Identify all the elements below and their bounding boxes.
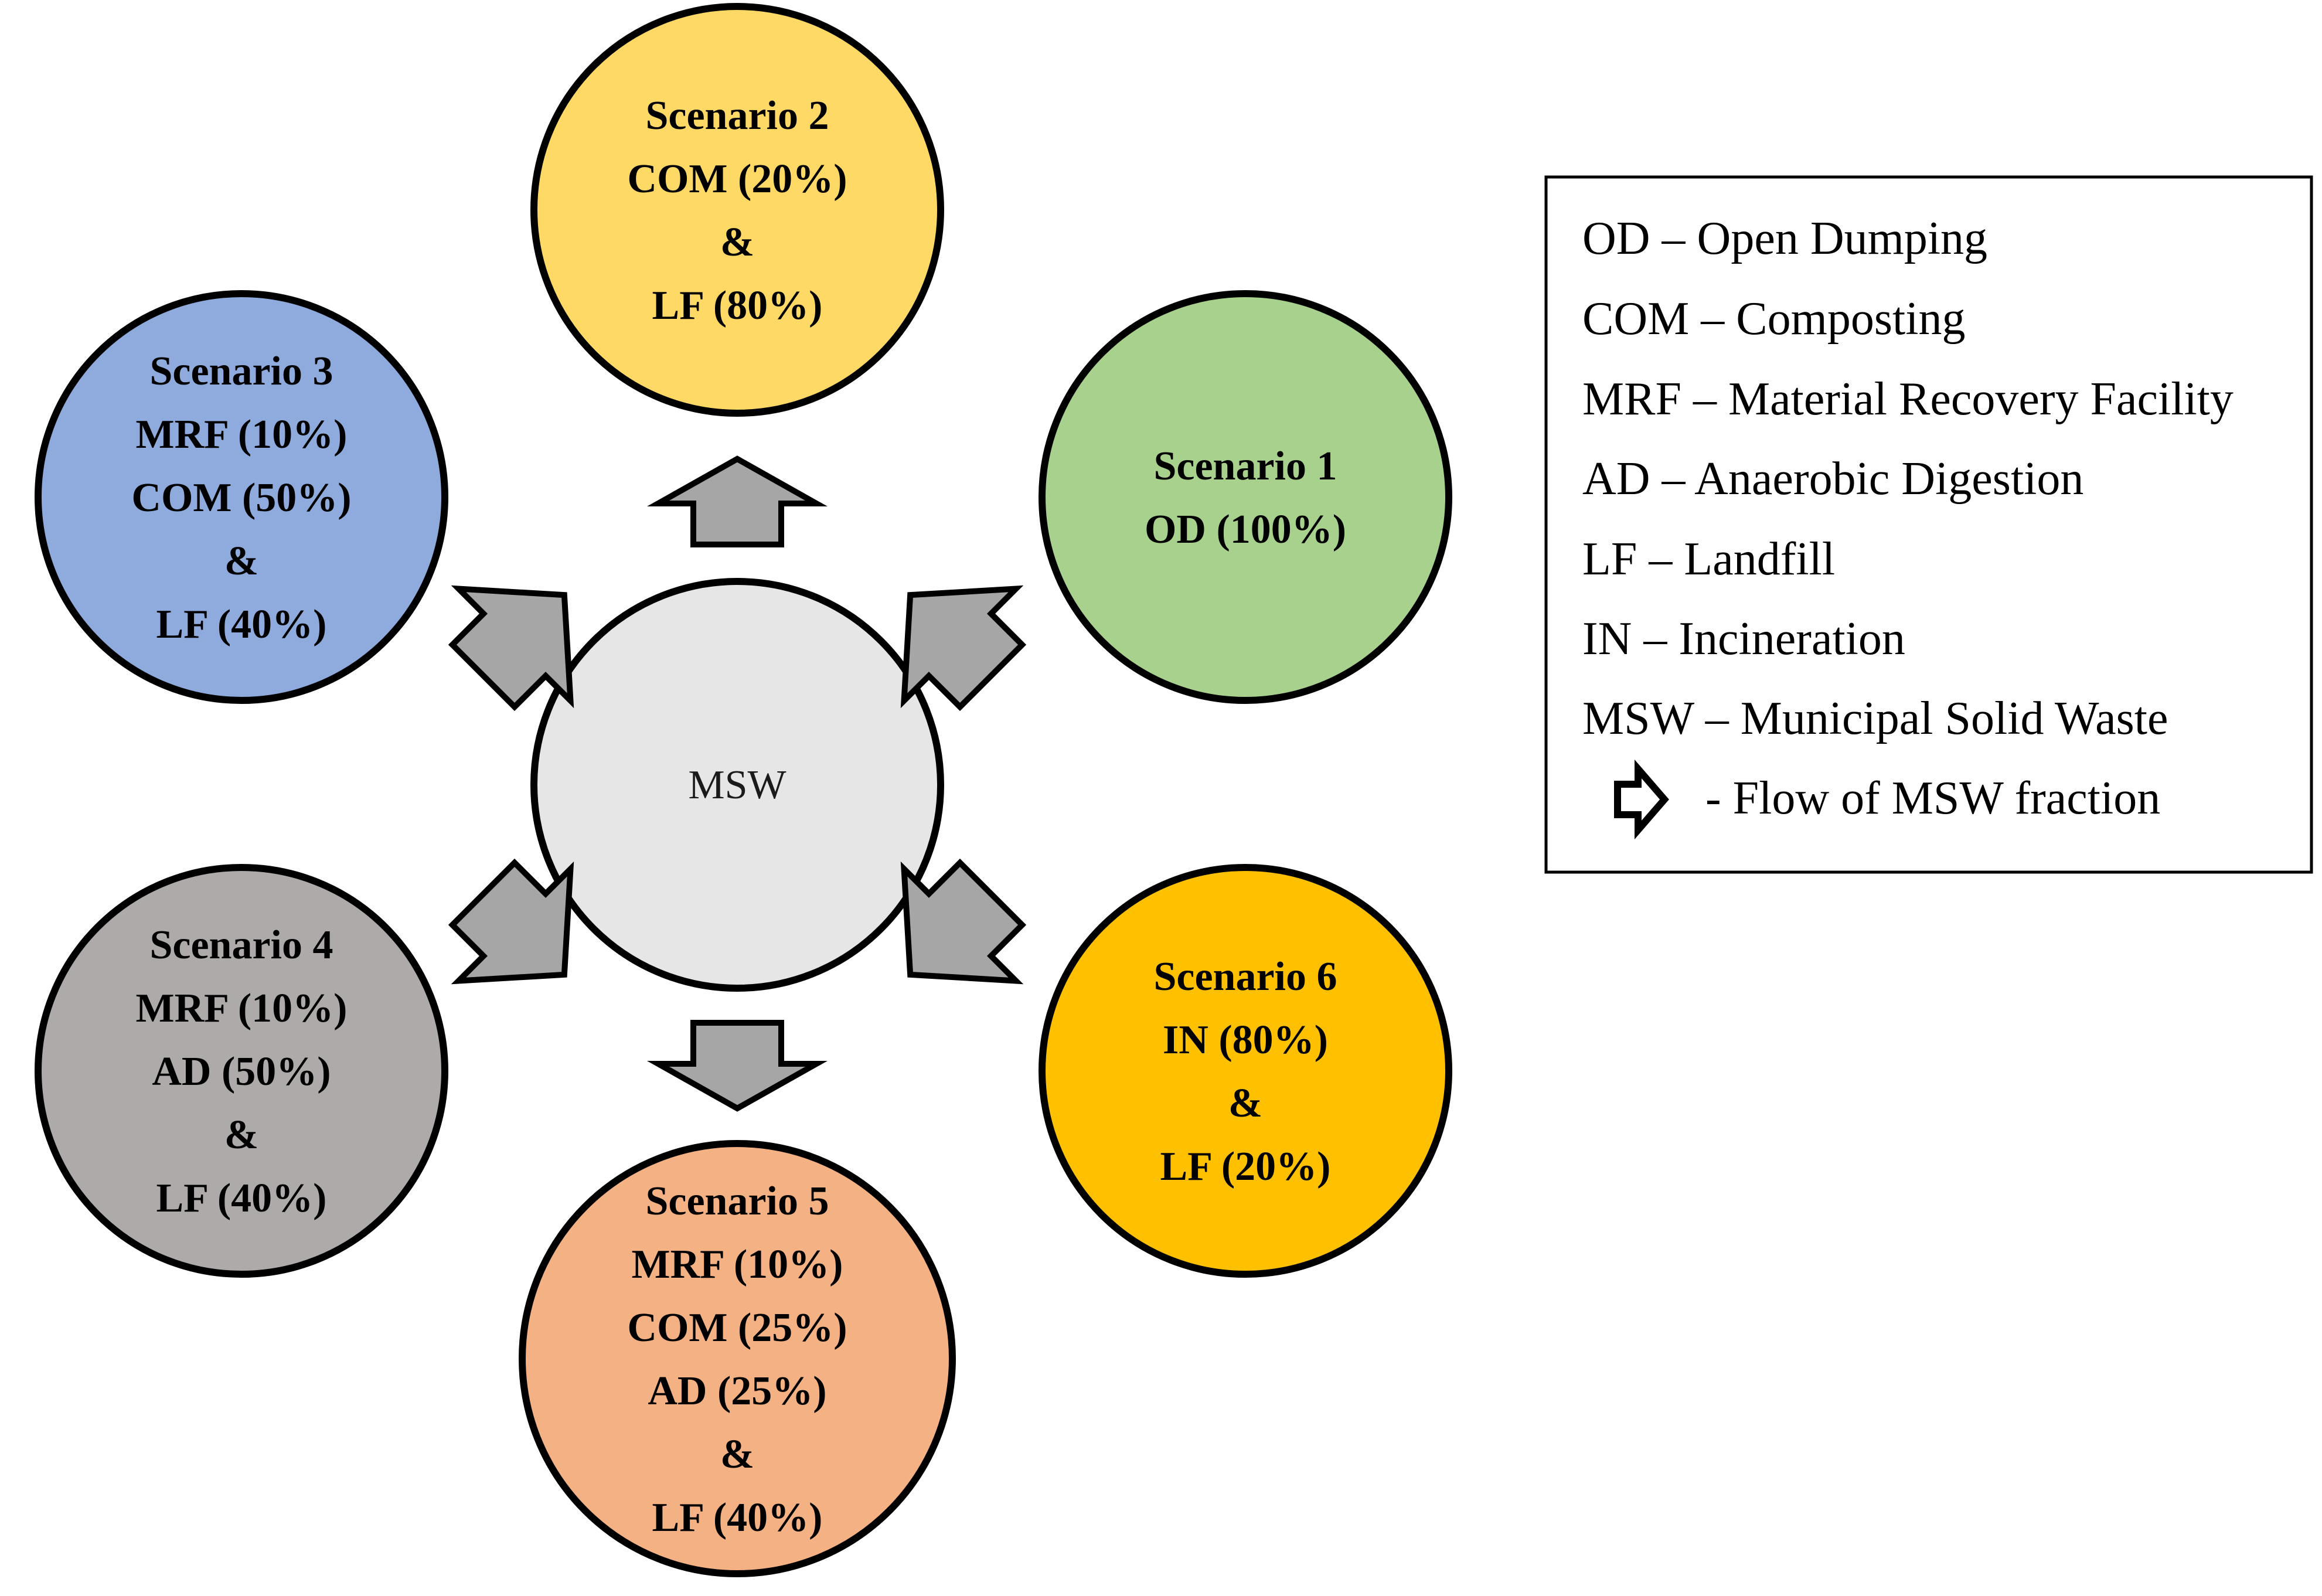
- scenario-1-node: Scenario 1 OD (100%): [1039, 290, 1452, 704]
- legend-item-ad: AD – Anaerobic Digestion: [1582, 453, 2083, 505]
- center-node: MSW: [530, 578, 944, 992]
- scenario-2-node: Scenario 2 COM (20%) & LF (80%): [530, 3, 944, 417]
- flow-arrows: [448, 455, 1027, 1112]
- scenario-5-line: &: [720, 1432, 754, 1477]
- legend-arrow-label: - Flow of MSW fraction: [1705, 773, 2160, 824]
- arrow-to-scenario-1: [900, 585, 1027, 712]
- scenario-3-line: LF (40%): [156, 602, 327, 647]
- scenario-5-line: COM (25%): [627, 1305, 847, 1350]
- legend-item-mrf: MRF – Material Recovery Facility: [1582, 373, 2234, 425]
- scenario-6-node: Scenario 6 IN (80%) & LF (20%): [1039, 864, 1452, 1278]
- arrow-to-scenario-6: [900, 858, 1027, 985]
- scenario-4-line: LF (40%): [156, 1176, 327, 1221]
- scenario-4-circle: [35, 864, 448, 1278]
- arrow-to-scenario-2: [646, 455, 828, 547]
- scenario-4-line: MRF (10%): [136, 986, 348, 1031]
- legend-item-od: OD – Open Dumping: [1582, 213, 1987, 264]
- arrow-to-scenario-5: [646, 1020, 828, 1112]
- center-label: MSW: [688, 763, 786, 808]
- legend-box: [1544, 175, 2313, 874]
- scenario-6-line: IN (80%): [1163, 1018, 1328, 1063]
- legend-item-com: COM – Composting: [1582, 293, 1965, 345]
- scenario-6-title: Scenario 6: [1153, 954, 1337, 999]
- scenario-4-line: AD (50%): [152, 1049, 331, 1094]
- legend: OD – Open Dumping COM – Composting MRF –…: [1544, 175, 2313, 874]
- arrow-to-scenario-4: [448, 858, 574, 985]
- right-block-arrow-icon: [1614, 759, 1669, 840]
- scenario-3-line: COM (50%): [131, 475, 351, 520]
- legend-item-lf: LF – Landfill: [1582, 533, 1835, 585]
- scenario-3-node: Scenario 3 MRF (10%) COM (50%) & LF (40%): [35, 290, 448, 704]
- scenario-1-circle: [1039, 290, 1452, 704]
- scenario-2-line: &: [720, 220, 754, 265]
- scenario-5-circle: [519, 1140, 956, 1577]
- scenario-1-title: Scenario 1: [1153, 444, 1337, 489]
- scenario-2-line: COM (20%): [627, 156, 847, 202]
- scenario-4-line: &: [224, 1112, 258, 1158]
- scenario-3-line: MRF (10%): [136, 412, 348, 457]
- scenario-6-line: LF (20%): [1160, 1144, 1331, 1189]
- scenario-3-title: Scenario 3: [149, 349, 333, 394]
- scenario-6-circle: [1039, 864, 1452, 1278]
- scenario-5-node: Scenario 5 MRF (10%) COM (25%) AD (25%) & LF …: [519, 1140, 956, 1577]
- scenario-6-line: &: [1228, 1081, 1262, 1126]
- scenario-1-line: OD (100%): [1145, 507, 1346, 552]
- arrow-to-scenario-3: [448, 585, 574, 712]
- scenario-2-line: LF (80%): [652, 283, 823, 328]
- scenario-5-line: AD (25%): [648, 1369, 826, 1414]
- center-circle: [530, 578, 944, 992]
- legend-item-in: IN – Incineration: [1582, 613, 1905, 665]
- scenario-4-node: Scenario 4 MRF (10%) AD (50%) & LF (40%): [35, 864, 448, 1278]
- legend-item-msw: MSW – Municipal Solid Waste: [1582, 693, 2168, 744]
- scenario-5-title: Scenario 5: [645, 1179, 829, 1224]
- scenario-5-line: MRF (10%): [632, 1242, 843, 1287]
- scenario-4-title: Scenario 4: [149, 923, 333, 968]
- scenario-nodes: Scenario 1 OD (100%) Scenario 2 COM (20%) & L…: [35, 3, 1452, 1577]
- scenario-3-line: &: [224, 539, 258, 584]
- scenario-3-circle: [35, 290, 448, 704]
- scenario-5-line: LF (40%): [652, 1495, 823, 1540]
- scenario-2-title: Scenario 2: [645, 93, 829, 138]
- scenario-2-circle: [530, 3, 944, 417]
